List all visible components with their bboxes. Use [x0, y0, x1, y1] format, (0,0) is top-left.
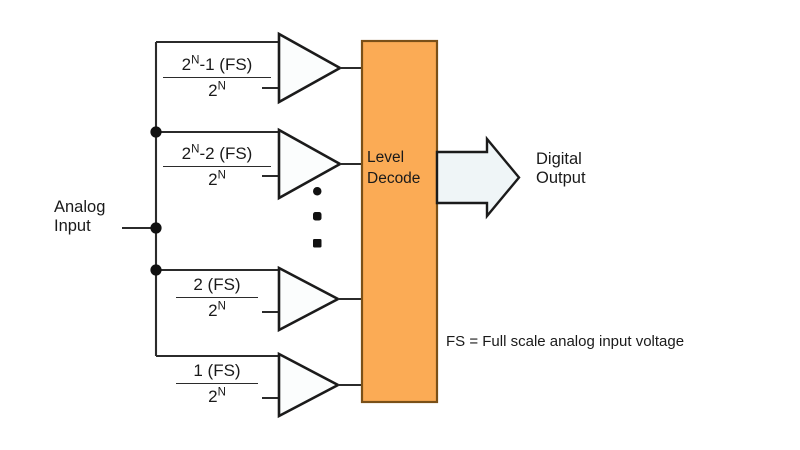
- junction-dot-upper: [150, 126, 162, 138]
- junction-dot-input: [150, 222, 162, 234]
- digital-output-label-line2: Output: [536, 169, 586, 188]
- tap-fraction-3-bar: [176, 296, 258, 298]
- comparator-4[interactable]: [277, 351, 341, 419]
- tap-fraction-3-numerator: 2 (FS): [176, 276, 258, 295]
- comparator-output-wires: [338, 66, 362, 387]
- comparator-3[interactable]: [277, 265, 341, 333]
- level-decode-label-line2: Decode: [367, 169, 421, 187]
- tap-1-den-base: 2: [208, 80, 218, 100]
- tap-fraction-4-bar: [176, 382, 258, 384]
- tap-2-num-exponent: N: [191, 143, 200, 156]
- tap-fraction-1: 2N-1 (FS) 2N: [163, 54, 271, 100]
- tap-fraction-2-bar: [163, 165, 271, 167]
- tap-2-num-rest: -2 (FS): [199, 144, 253, 163]
- tap-4-den-base: 2: [208, 386, 218, 406]
- vertical-ellipsis-icon: [313, 187, 322, 248]
- tap-3-den-base: 2: [208, 300, 218, 320]
- tap-3-den-exponent: N: [217, 300, 226, 313]
- junction-dot-lower: [150, 264, 162, 276]
- ellipsis-dot-1: [313, 187, 322, 196]
- tap-fraction-1-bar: [163, 76, 271, 78]
- tap-fraction-3-denominator: 2N: [176, 300, 258, 320]
- ellipsis-dot-2: [313, 212, 322, 221]
- comparator-group: [277, 31, 343, 419]
- ellipsis-dot-3: [313, 239, 322, 248]
- comparator-2[interactable]: [277, 127, 343, 201]
- tap-1-num-base: 2: [181, 55, 192, 74]
- level-decode-block[interactable]: [360, 39, 439, 404]
- tap-fraction-2-numerator: 2N-2 (FS): [163, 143, 271, 164]
- tap-branch-wires: [156, 40, 281, 358]
- digital-output-arrow-icon: [435, 135, 521, 220]
- tap-1-den-exponent: N: [217, 80, 226, 93]
- analog-input-bus: [122, 42, 158, 356]
- level-decode-label-line1: Level: [367, 149, 405, 166]
- fs-definition-note: FS = Full scale analog input voltage: [446, 333, 685, 350]
- tap-2-den-base: 2: [208, 169, 218, 189]
- tap-fraction-1-numerator: 2N-1 (FS): [163, 54, 271, 75]
- tap-fraction-4: 1 (FS) 2N: [176, 362, 258, 406]
- tap-4-den-exponent: N: [217, 386, 226, 399]
- tap-fraction-3: 2 (FS) 2N: [176, 276, 258, 320]
- comparator-1[interactable]: [277, 31, 343, 105]
- analog-input-label-line2: Input: [54, 217, 91, 236]
- tap-fraction-2-denominator: 2N: [163, 169, 271, 189]
- tap-fraction-2: 2N-2 (FS) 2N: [163, 143, 271, 189]
- rail-junction-dots: [150, 126, 162, 276]
- tap-2-num-base: 2: [181, 144, 192, 163]
- tap-2-den-exponent: N: [217, 169, 226, 182]
- tap-fraction-1-denominator: 2N: [163, 80, 271, 100]
- tap-3-num-base: 2 (FS): [193, 275, 241, 294]
- tap-fraction-4-denominator: 2N: [176, 386, 258, 406]
- tap-1-num-exponent: N: [191, 54, 200, 67]
- tap-4-num-base: 1 (FS): [193, 361, 241, 380]
- analog-input-label-line1: Analog: [54, 198, 106, 216]
- tap-1-num-rest: -1 (FS): [199, 55, 253, 74]
- digital-output-label-line1: Digital: [536, 150, 582, 168]
- tap-fraction-4-numerator: 1 (FS): [176, 362, 258, 381]
